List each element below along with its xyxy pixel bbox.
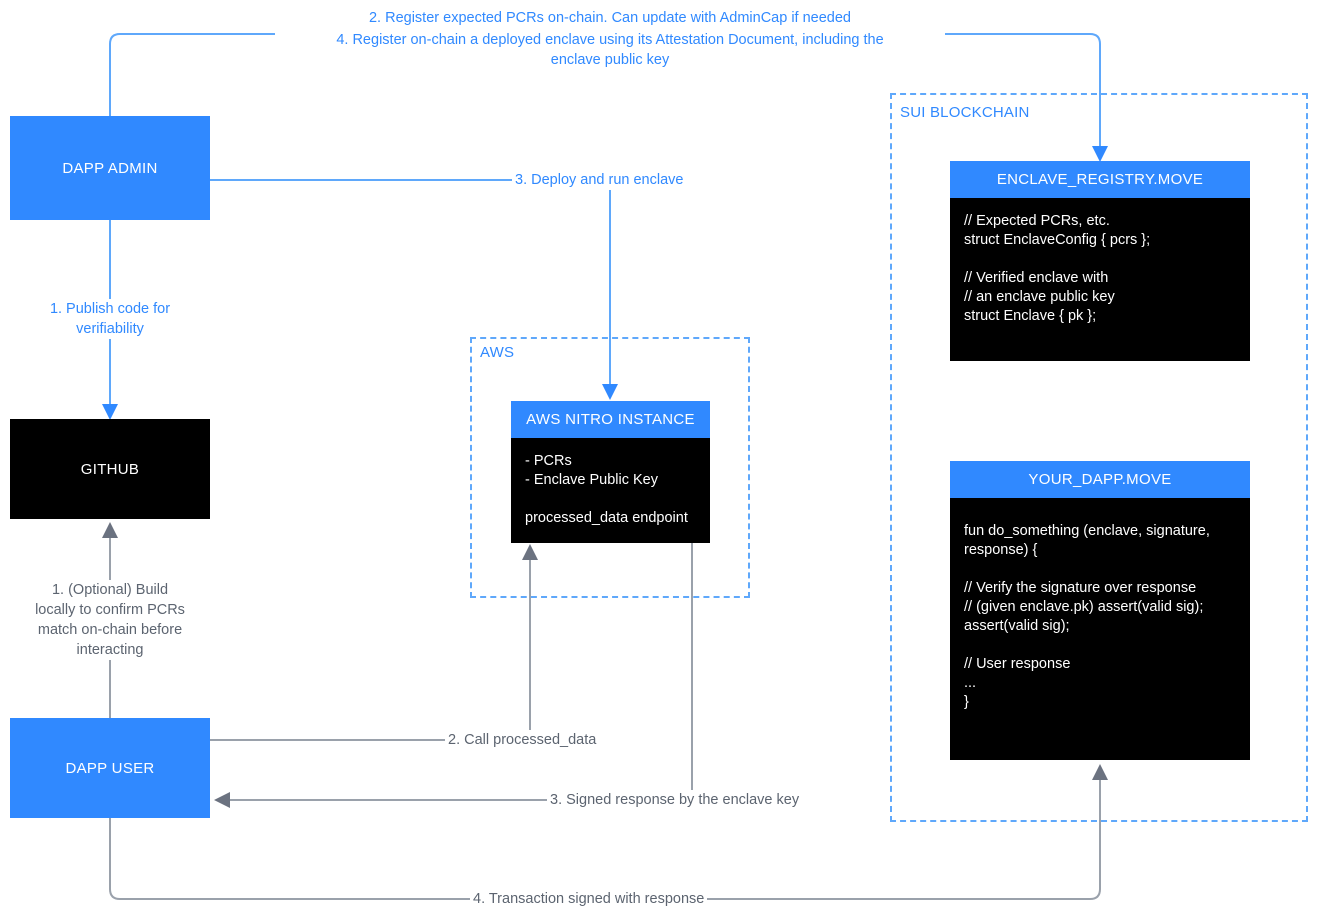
edge-label-publish-code: 1. Publish code for verifiability: [20, 299, 200, 339]
node-your-dapp-title: YOUR_DAPP.MOVE: [950, 461, 1250, 498]
group-aws-label: AWS: [478, 344, 519, 361]
group-sui-blockchain-label: SUI BLOCKCHAIN: [898, 104, 1034, 121]
node-dapp-admin[interactable]: DAPP ADMIN: [10, 116, 210, 220]
node-github-label: GITHUB: [80, 460, 140, 478]
node-dapp-user-label: DAPP USER: [65, 759, 155, 777]
group-aws: [470, 337, 750, 598]
edge-label-signed-response: 3. Signed response by the enclave key: [547, 790, 803, 810]
node-aws-nitro-title: AWS NITRO INSTANCE: [511, 401, 710, 438]
edge-label-transaction-signed: 4. Transaction signed with response: [470, 889, 708, 909]
node-enclave-registry-move[interactable]: ENCLAVE_REGISTRY.MOVE // Expected PCRs, …: [950, 161, 1250, 361]
edge-label-call-processed-data: 2. Call processed_data: [445, 730, 600, 750]
edge-label-deploy-enclave: 3. Deploy and run enclave: [512, 170, 687, 190]
group-sui-blockchain: [890, 93, 1308, 822]
node-your-dapp-move[interactable]: YOUR_DAPP.MOVE fun do_something (enclave…: [950, 461, 1250, 760]
node-enclave-registry-title: ENCLAVE_REGISTRY.MOVE: [950, 161, 1250, 198]
edge-label-register-enclave: 4. Register on-chain a deployed enclave …: [275, 30, 945, 70]
node-aws-nitro-instance[interactable]: AWS NITRO INSTANCE - PCRs - Enclave Publ…: [511, 401, 710, 543]
edge-label-build-locally: 1. (Optional) Build locally to confirm P…: [20, 580, 200, 660]
edge-label-register-pcrs: 2. Register expected PCRs on-chain. Can …: [300, 8, 920, 28]
node-aws-nitro-body: - PCRs - Enclave Public Key processed_da…: [511, 438, 710, 543]
node-dapp-admin-label: DAPP ADMIN: [62, 159, 158, 177]
node-your-dapp-body: fun do_something (enclave, signature, re…: [950, 498, 1250, 760]
node-enclave-registry-body: // Expected PCRs, etc. struct EnclaveCon…: [950, 198, 1250, 361]
node-dapp-user[interactable]: DAPP USER: [10, 718, 210, 818]
node-github[interactable]: GITHUB: [10, 419, 210, 519]
